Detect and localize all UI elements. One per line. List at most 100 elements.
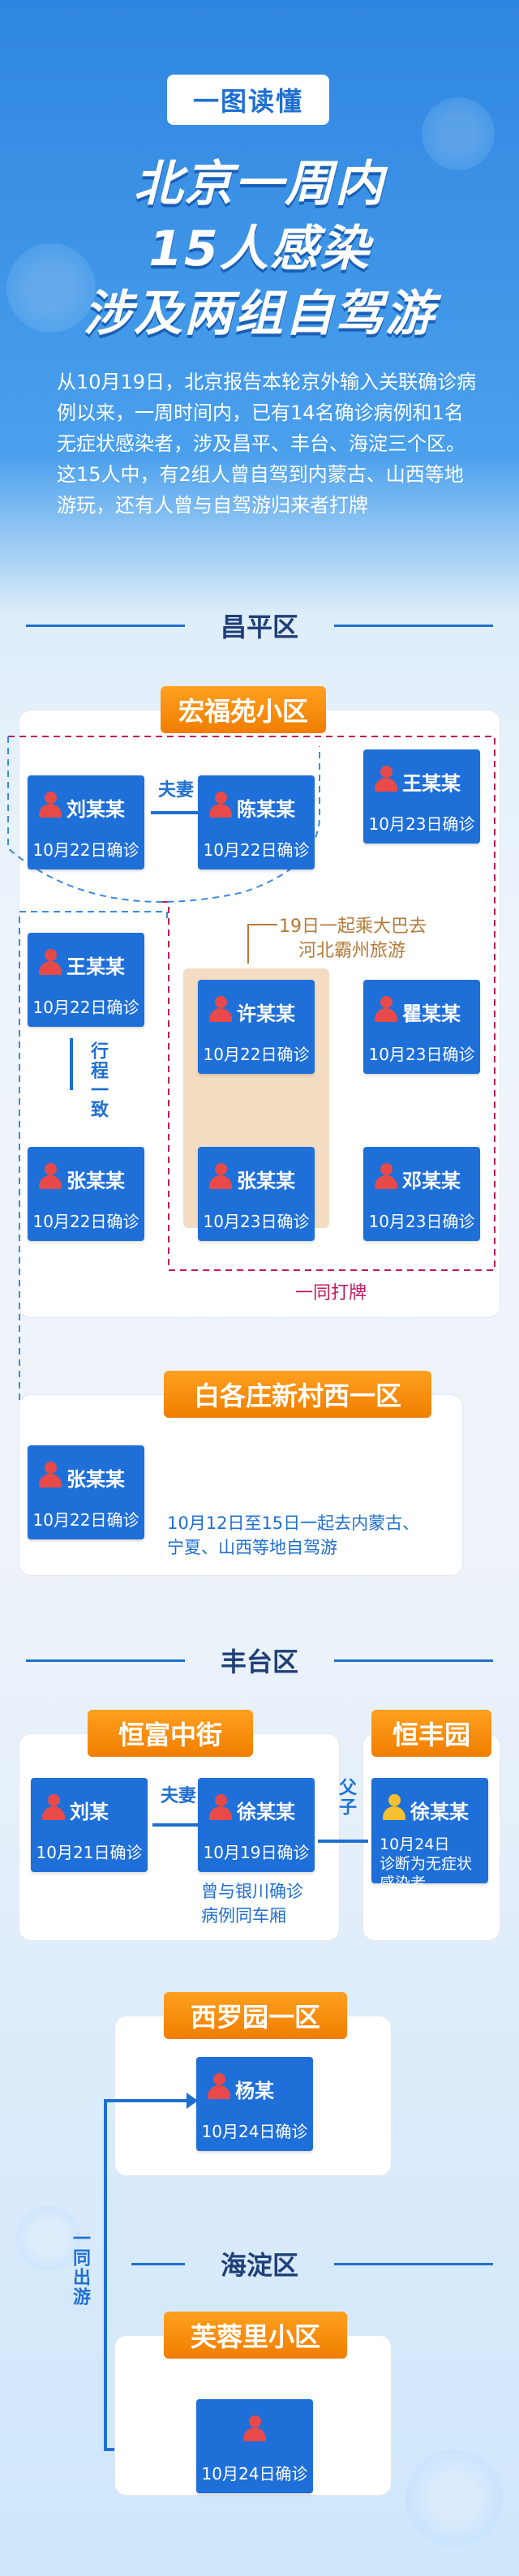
case-date: 10月22日确诊	[32, 998, 139, 1017]
case-name: 张某某	[66, 1468, 125, 1491]
relation-arrow	[318, 1840, 368, 1843]
virus-decoration-icon	[16, 2206, 81, 2271]
case-date: 10月24日确诊	[201, 2464, 308, 2484]
relation-couple-label: 夫妻	[158, 780, 195, 801]
virus-decoration-icon	[422, 97, 495, 170]
train-note-line1: 曾与银川确诊	[201, 1882, 303, 1901]
tag-baigezhuang: 白各庄新村西一区	[164, 1371, 431, 1418]
bus-trip-note-line2: 河北霸州旅游	[298, 941, 406, 961]
virus-decoration-icon	[405, 2449, 503, 2547]
section-divider	[334, 2263, 493, 2265]
person-icon	[42, 1794, 65, 1822]
case-date: 10月23日确诊	[368, 1212, 475, 1231]
case-card-liu-changping: 刘某某 10月22日确诊	[28, 775, 144, 869]
case-name: 瞿某某	[402, 1002, 461, 1025]
case-date: 10月24日确诊	[201, 2122, 308, 2141]
case-date: 10月21日确诊	[36, 1843, 143, 1862]
case-name: 王某某	[66, 955, 125, 978]
title-line-3: 涉及两组自驾游	[84, 286, 435, 342]
tag-hengfu: 恒富中街	[88, 1710, 253, 1757]
case-date-line: 10月24日	[380, 1835, 450, 1853]
case-date: 10月23日确诊	[203, 1212, 310, 1231]
train-note-line2: 病例同车厢	[201, 1906, 286, 1926]
person-icon	[375, 1163, 397, 1191]
bus-trip-note-line1: 19日一起乘大巴去	[279, 917, 427, 937]
case-name: 许某某	[237, 1002, 295, 1025]
case-card-xu-asymptomatic: 徐某某 10月24日 诊断为无症状 感染者	[371, 1778, 488, 1892]
together-out-label: 一同出游	[70, 2229, 90, 2307]
case-card-zhang-cards: 张某某 10月23日确诊	[198, 1147, 315, 1241]
person-icon	[208, 2073, 230, 2101]
case-date: 10月23日确诊	[368, 1045, 475, 1064]
case-card-liu-fengtai: 刘某 10月21日确诊	[31, 1778, 148, 1872]
case-date: 10月22日确诊	[203, 1045, 310, 1064]
person-icon	[375, 996, 397, 1024]
case-date: 10月22日确诊	[203, 840, 310, 860]
person-icon	[209, 1163, 232, 1191]
case-date: 10月22日确诊	[32, 840, 139, 860]
case-card-zhang-baige: 张某某 10月22日确诊	[28, 1445, 144, 1539]
case-card-chen: 陈某某 10月22日确诊	[198, 775, 315, 869]
section-divider	[26, 625, 185, 627]
person-icon	[209, 1794, 232, 1822]
case-card-haidian: 10月24日确诊	[196, 2399, 313, 2493]
title-line-2: 15人感染	[148, 221, 371, 277]
section-divider	[334, 1659, 493, 1662]
person-icon	[39, 792, 62, 819]
case-name: 刘某某	[66, 798, 125, 821]
case-date: 10月23日确诊	[368, 814, 475, 834]
case-card-qu: 瞿某某 10月23日确诊	[363, 980, 480, 1074]
person-icon	[243, 2415, 266, 2443]
case-card-xu-fengtai: 徐某某 10月19日确诊	[198, 1778, 315, 1872]
person-icon	[39, 1163, 62, 1191]
cards-group-note: 一同打牌	[295, 1283, 367, 1303]
case-card-yang: 杨某 10月24日确诊	[196, 2057, 313, 2151]
case-name: 徐某某	[237, 1801, 295, 1823]
case-card-wang-trip: 王某某 10月22日确诊	[28, 933, 144, 1027]
person-icon	[383, 1794, 405, 1822]
relation-arrow	[70, 1038, 73, 1090]
tag-hongfuyuan: 宏福苑小区	[161, 686, 326, 733]
case-card-wang-hongfu: 王某某 10月23日确诊	[363, 749, 480, 844]
section-title-haidian: 海淀区	[220, 2250, 298, 2281]
case-name: 张某某	[237, 1170, 295, 1192]
section-title-changping: 昌平区	[220, 612, 298, 642]
section-title-fengtai: 丰台区	[220, 1646, 298, 1677]
bus-trip-bracket	[247, 924, 277, 964]
case-name: 徐某某	[410, 1801, 469, 1823]
relation-couple-label: 夫妻	[161, 1786, 197, 1806]
relation-trip-label: 行程一致	[88, 1041, 108, 1119]
case-name: 杨某	[235, 2080, 274, 2102]
case-date: 10月19日确诊	[203, 1843, 310, 1862]
case-date: 10月22日确诊	[32, 1510, 139, 1530]
drive-trip-note-line1: 10月12日至15日一起去内蒙古、	[167, 1513, 420, 1533]
header-badge: 一图读懂	[167, 75, 329, 125]
section-divider	[131, 2263, 185, 2265]
drive-trip-note-line2: 宁夏、山西等地自驾游	[167, 1538, 337, 1557]
grouping-dashed-lines	[7, 736, 495, 1557]
relation-arrow	[152, 1823, 198, 1827]
person-icon	[209, 792, 232, 819]
tag-xiluoyuan: 西罗园一区	[164, 1992, 347, 2039]
title-line-1: 北京一周内	[134, 156, 385, 213]
case-name: 陈某某	[237, 798, 295, 821]
intro-text: 从10月19日，北京报告本轮京外输入关联确诊病例以来，一周时间内，已有14名确诊…	[57, 371, 477, 517]
case-date: 10月24日 诊断为无症状 感染者	[380, 1835, 485, 1893]
case-name: 张某某	[66, 1170, 125, 1192]
section-divider	[334, 625, 493, 627]
person-icon	[375, 766, 397, 793]
tag-hengfeng: 恒丰园	[371, 1710, 491, 1757]
person-icon	[209, 996, 232, 1024]
case-date: 10月22日确诊	[32, 1212, 139, 1231]
case-card-deng: 邓某某 10月23日确诊	[363, 1147, 480, 1241]
case-date-line: 诊断为无症状	[380, 1855, 473, 1873]
case-card-zhang-trip: 张某某 10月22日确诊	[28, 1147, 144, 1241]
person-icon	[39, 1462, 62, 1489]
relation-arrow	[151, 811, 199, 814]
case-name: 王某某	[402, 772, 461, 795]
case-name: 刘某	[70, 1801, 109, 1823]
tag-furongli: 芙蓉里小区	[164, 2312, 347, 2359]
case-date-line: 感染者	[380, 1874, 427, 1892]
relation-fatherson-label: 父子	[336, 1778, 356, 1817]
case-name: 邓某某	[402, 1170, 461, 1192]
